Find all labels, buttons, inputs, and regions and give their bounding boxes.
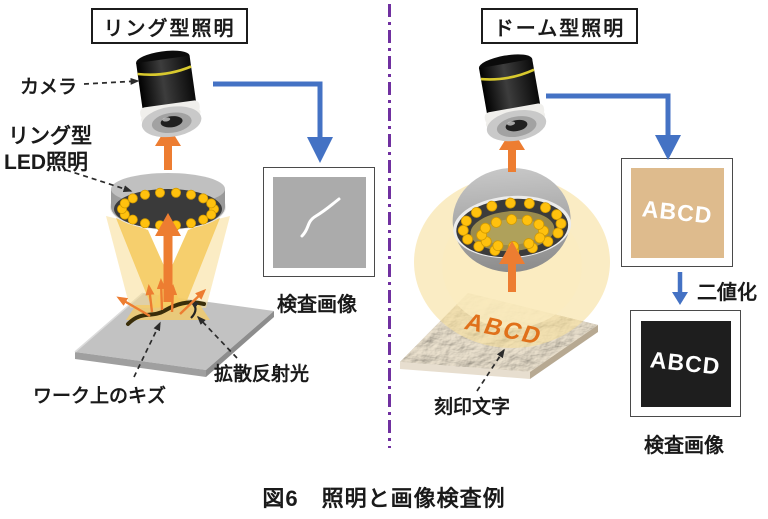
engraved-plate-text: ABCD: [460, 308, 547, 351]
ring-led-label-line1: リング型: [8, 125, 92, 148]
panel-title-dome: ドーム型照明: [481, 8, 638, 44]
scratch-label: ワーク上のキズ: [33, 386, 167, 407]
diffuse-label: 拡散反射光: [214, 364, 310, 385]
scratch-curve: [126, 300, 206, 326]
reflection-to-light-arrow-left: [155, 213, 181, 302]
reflection-to-light-arrow-right: [499, 241, 525, 292]
inspection-caption-left: 検査画像: [277, 294, 357, 316]
ring-light-beams: [106, 216, 230, 320]
inspection-image-left: [263, 167, 375, 277]
raw-image-right: ABCD: [621, 158, 733, 267]
flow-arrow-left: [213, 81, 333, 163]
binary-image-right: ABCD: [630, 310, 741, 417]
panel-title-ring: リング型照明: [91, 8, 248, 44]
diffuse-reflection-arrows: [116, 278, 207, 318]
scratch-label-pointer: [133, 321, 161, 378]
figure-caption: 図6 照明と画像検査例: [262, 486, 506, 511]
binary-image-text: ABCD: [649, 346, 722, 380]
flow-arrow-right: [546, 93, 681, 160]
dome-led-outer-ring: [457, 197, 567, 257]
ring-led-label-line2: LED照明: [4, 151, 88, 174]
engraved-label-pointer: [476, 348, 505, 392]
light-to-camera-arrow-left: [155, 125, 181, 170]
camera-label-pointer: [83, 77, 140, 85]
camera-illustration-left: [130, 45, 205, 143]
panel-divider-line: [388, 4, 391, 448]
inspection-image-left-gray-area: [272, 176, 366, 268]
raw-image-text: ABCD: [640, 195, 714, 229]
raw-image-tan-area: ABCD: [630, 167, 724, 258]
camera-label: カメラ: [20, 77, 78, 98]
engraved-label: 刻印文字: [434, 397, 511, 418]
camera-illustration-right: [473, 49, 550, 147]
diffuse-label-pointer: [196, 315, 238, 359]
ring-light-illustration: [110, 173, 226, 231]
ring-light-led-ring: [117, 187, 219, 231]
inspection-caption-right: 検査画像: [644, 435, 724, 457]
dome-light-illustration: [452, 167, 572, 273]
light-to-camera-arrow-right: [499, 129, 525, 172]
binarize-label: 二値化: [697, 282, 757, 304]
scratch-hook-arrow: [189, 300, 200, 319]
dome-led-inner-ring: [476, 214, 549, 252]
binary-image-black-area: ABCD: [640, 320, 731, 407]
binarize-arrow: [672, 272, 688, 305]
